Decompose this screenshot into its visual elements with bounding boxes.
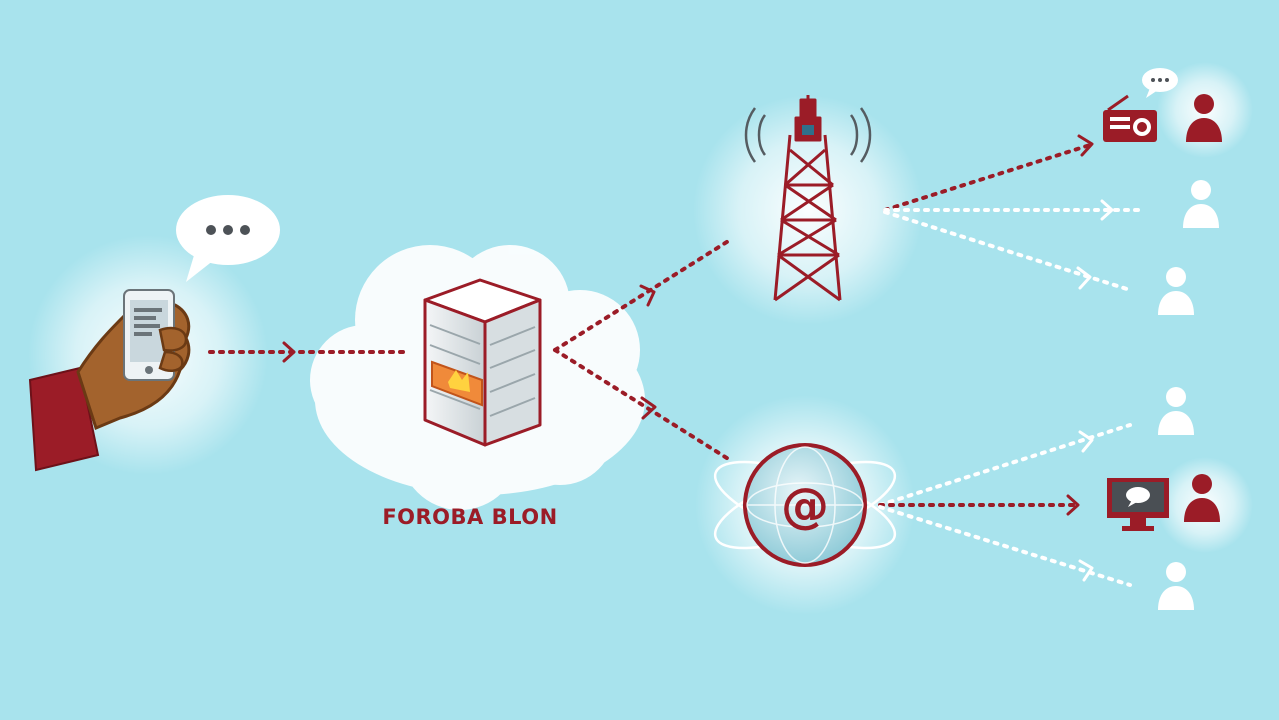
radio-tower-icon	[744, 95, 872, 302]
at-symbol: @	[781, 478, 829, 534]
line-globe-to-person-6	[878, 505, 1132, 587]
line-tower-to-person-3	[883, 210, 1132, 292]
radio-icon	[1103, 94, 1157, 142]
glow-effects	[28, 62, 1253, 615]
arrowhead-server-globe	[640, 396, 657, 420]
arrowhead-globe-person-4	[1078, 430, 1094, 453]
server-label: FOROBA BLON	[382, 505, 558, 529]
small-speech-bubble-icon	[1142, 68, 1178, 98]
arrowhead-globe-person-6	[1078, 559, 1094, 582]
person-icon	[1158, 387, 1194, 435]
rack-side	[483, 298, 542, 447]
arrowheads	[282, 134, 1114, 582]
computer-monitor-icon	[1107, 478, 1169, 531]
line-server-to-globe	[553, 348, 732, 462]
speech-bubble-icon	[176, 195, 280, 282]
person-icon	[1158, 267, 1194, 315]
line-tower-to-radio	[883, 143, 1092, 212]
arrowhead-server-tower	[639, 284, 656, 307]
email-globe-icon: @	[713, 443, 897, 567]
thumb	[158, 326, 188, 352]
sleeve	[28, 366, 100, 472]
line-server-to-tower	[553, 238, 732, 352]
arrowhead-tower-person-2	[1100, 199, 1114, 221]
arrowhead-globe-monitor	[1066, 494, 1080, 516]
arrowhead-phone-server	[282, 341, 296, 363]
arrowhead-tower-radio	[1077, 134, 1094, 157]
arrowhead-tower-person-3	[1076, 266, 1092, 290]
hand-holding-phone-icon	[28, 289, 191, 472]
server-rack-icon	[423, 278, 542, 447]
line-globe-to-person-4	[878, 423, 1132, 507]
person-icon	[1183, 180, 1219, 228]
person-icon	[1158, 562, 1194, 610]
